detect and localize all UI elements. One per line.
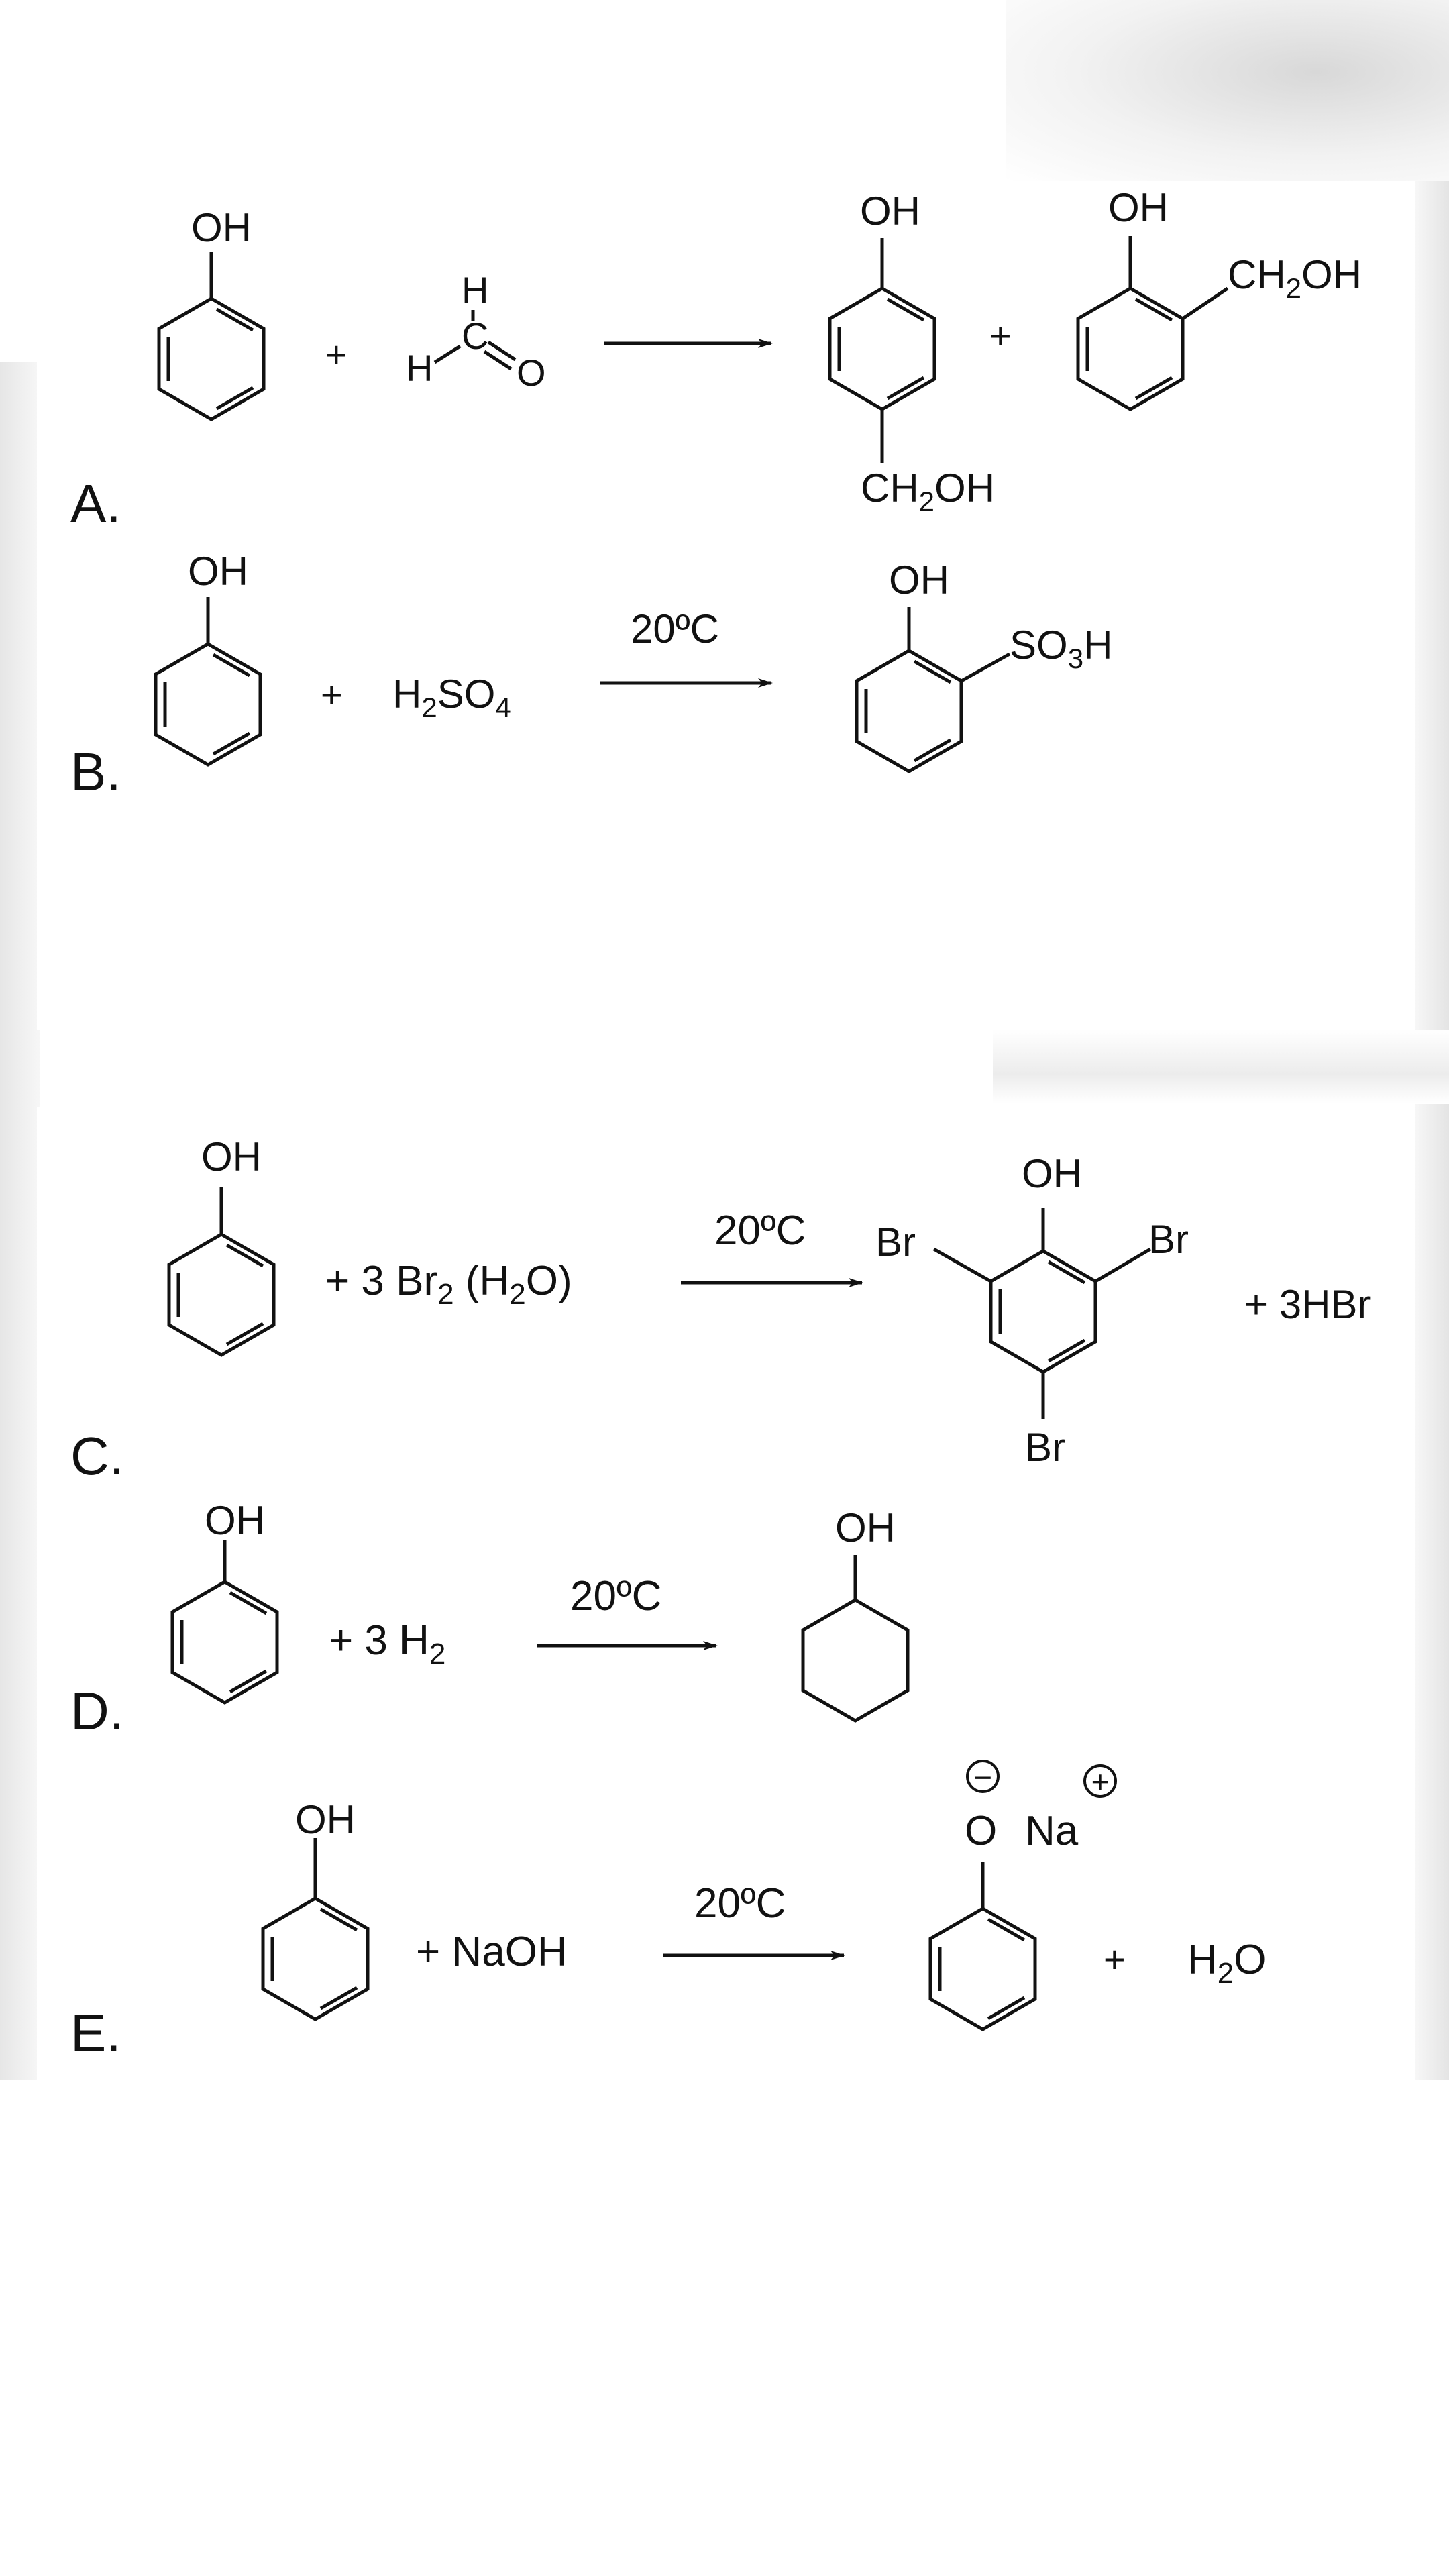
hydrogen-bromide: + 3HBr — [1244, 1282, 1371, 1327]
benzene-ring — [1078, 288, 1183, 409]
reaction-e: E. OH + NaOH 20ºC O Na − + — [70, 1760, 1267, 2063]
benzene-ring — [857, 651, 961, 771]
hydroxyl-label: OH — [860, 189, 920, 233]
panel-lower — [37, 1107, 1415, 2080]
product-tribromophenol: OH Br Br Br — [875, 1151, 1189, 1470]
reaction-b: B. OH + H2SO4 20ºC OH SO3H — [70, 549, 1112, 802]
panel-upper — [37, 181, 1415, 1030]
hydroxyl-label: OH — [188, 549, 248, 594]
product-ortho-phenolsulfonic-acid: OH SO3H — [857, 557, 1112, 771]
hydroxyl-label: OH — [1108, 185, 1169, 230]
sodium-ion-label: Na — [1025, 1808, 1079, 1854]
backdrop-shade-mid — [993, 1030, 1449, 1104]
benzene-ring — [172, 1582, 277, 1703]
hydroxymethyl-label: CH2OH — [861, 466, 995, 517]
bromine-right-label: Br — [1148, 1217, 1189, 1262]
product-ortho-hydroxymethylphenol: OH CH2OH — [1078, 185, 1362, 409]
backdrop-shade-top — [1006, 0, 1449, 181]
negative-charge-icon: − — [966, 1760, 1000, 1796]
positive-charge-icon: + — [1083, 1764, 1117, 1799]
reaction-letter-c: C. — [70, 1426, 124, 1486]
formaldehyde: H C H O — [406, 269, 546, 394]
phenol-d: OH — [172, 1498, 277, 1703]
plus-sign: + — [1104, 1938, 1126, 1980]
reaction-condition: 20ºC — [570, 1573, 661, 1619]
benzene-ring — [930, 1909, 1035, 2029]
water: H2O — [1187, 1937, 1267, 1990]
hydroxyl-label: OH — [295, 1797, 356, 1842]
hydroxyl-label: OH — [889, 557, 949, 602]
product-cyclohexanol: OH — [803, 1505, 908, 1721]
product-para-hydroxymethylphenol: OH CH2OH — [830, 189, 995, 517]
plus-sign: + — [325, 333, 347, 376]
benzene-ring — [169, 1234, 274, 1355]
formaldehyde-h-left: H — [406, 347, 433, 389]
phenoxide-oxygen-label: O — [965, 1808, 997, 1854]
reaction-c: C. OH + 3 Br2 (H2O) 20ºC OH Br Br Br + 3… — [70, 1134, 1371, 1486]
backdrop-shade-left — [0, 362, 40, 2080]
reaction-condition: 20ºC — [694, 1880, 786, 1927]
hydroxyl-label: OH — [205, 1498, 265, 1543]
hydroxymethyl-label: CH2OH — [1228, 252, 1362, 304]
bromine-water: + 3 Br2 (H2O) — [325, 1258, 572, 1311]
reaction-letter-d: D. — [70, 1681, 124, 1741]
formaldehyde-o: O — [517, 352, 546, 394]
hydroxyl-label: OH — [1022, 1151, 1082, 1196]
sulfuric-acid: H2SO4 — [392, 672, 511, 723]
hydroxyl-label: OH — [191, 205, 252, 250]
reaction-a: A. OH + H C H O OH — [70, 185, 1362, 533]
hydrogen-reagent: + 3 H2 — [329, 1617, 445, 1670]
formaldehyde-c: C — [462, 315, 488, 357]
plus-sign: + — [321, 674, 343, 716]
reaction-condition: 20ºC — [631, 606, 719, 651]
reaction-letter-e: E. — [70, 2003, 121, 2063]
plus-sign: + — [989, 315, 1012, 357]
sulfonic-acid-label: SO3H — [1010, 623, 1112, 674]
hydroxyl-label: OH — [201, 1134, 262, 1179]
bromine-bottom-label: Br — [1025, 1425, 1065, 1470]
sodium-hydroxide: + NaOH — [416, 1929, 568, 1975]
hydroxyl-label: OH — [835, 1505, 896, 1550]
formaldehyde-h-top: H — [462, 269, 488, 311]
benzene-ring — [991, 1251, 1095, 1372]
phenol-c: OH — [169, 1134, 274, 1355]
benzene-ring — [156, 644, 260, 765]
phenol-b: OH — [156, 549, 260, 765]
backdrop-shade-right — [1415, 181, 1449, 2080]
cyclohexane-ring — [803, 1600, 908, 1721]
reaction-d: D. OH + 3 H2 20ºC OH — [70, 1498, 908, 1741]
phenol-a: OH — [159, 205, 264, 419]
svg-text:−: − — [973, 1760, 992, 1796]
benzene-ring — [263, 1898, 368, 2019]
benzene-ring — [159, 299, 264, 419]
benzene-ring — [830, 288, 934, 409]
bromine-left-label: Br — [875, 1220, 916, 1265]
reaction-letter-a: A. — [70, 474, 121, 533]
product-sodium-phenoxide: O Na − + — [930, 1760, 1117, 2029]
phenol-e: OH — [263, 1797, 368, 2019]
svg-text:+: + — [1091, 1764, 1110, 1799]
reaction-condition: 20ºC — [714, 1208, 806, 1254]
reaction-letter-b: B. — [70, 742, 121, 802]
